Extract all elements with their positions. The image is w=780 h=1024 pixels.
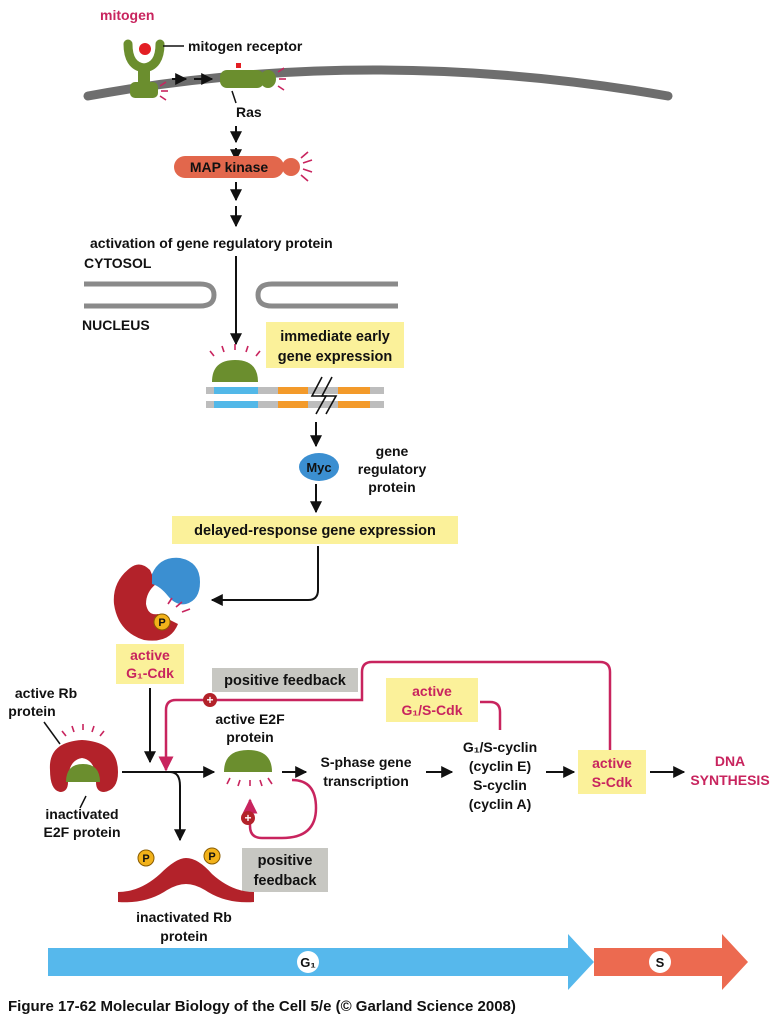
mitogen-receptor-label: mitogen receptor bbox=[188, 38, 303, 54]
plus-sign-top-label: + bbox=[206, 693, 213, 707]
active-rb-line2: protein bbox=[8, 703, 55, 719]
inactivated-rb-protein-icon bbox=[118, 858, 254, 903]
active-e2f-line2: protein bbox=[226, 729, 273, 745]
active-e2f-protein-icon bbox=[224, 750, 273, 787]
phosphate-right-label: P bbox=[208, 851, 215, 863]
active-g1s-cdk-line1: active bbox=[412, 683, 452, 699]
inactivated-rb-line2: protein bbox=[160, 928, 207, 944]
cyclin-line3: S-cyclin bbox=[473, 777, 527, 793]
mitogen-receptor-icon bbox=[123, 39, 168, 101]
phosphate-right-icon bbox=[203, 847, 221, 865]
phosphate-label: P bbox=[158, 617, 165, 629]
positive-feedback-top-box bbox=[212, 668, 358, 692]
inactivated-rb-line1: inactivated Rb bbox=[136, 909, 232, 925]
rb-e2f-complex-icon bbox=[49, 724, 119, 792]
nuclear-envelope-left bbox=[84, 281, 217, 309]
active-g1s-cdk-box bbox=[386, 678, 478, 722]
active-g1-cdk-box bbox=[116, 644, 184, 684]
dna-synthesis-line2: SYNTHESIS bbox=[690, 772, 769, 788]
inactivated-e2f-line1: inactivated bbox=[45, 806, 118, 822]
gene-regulatory-line2: regulatory bbox=[358, 461, 427, 477]
g1-phase-label: G₁ bbox=[300, 955, 316, 970]
mitogen-label: mitogen bbox=[100, 7, 154, 23]
plus-sign-bottom-icon bbox=[241, 811, 255, 825]
mitogen-icon bbox=[139, 43, 151, 55]
positive-feedback-top-label: positive feedback bbox=[224, 673, 347, 689]
delayed-response-box bbox=[172, 516, 458, 544]
active-e2f-line1: active E2F bbox=[215, 711, 285, 727]
active-s-cdk-box bbox=[578, 750, 646, 794]
nuclear-envelope-right bbox=[255, 281, 398, 309]
s-phase-label: S bbox=[656, 955, 665, 970]
map-kinase-icon bbox=[174, 151, 313, 182]
active-g1-cdk-line1: active bbox=[130, 647, 170, 663]
immediate-early-line2: gene expression bbox=[278, 349, 392, 365]
cell-cycle-signaling-diagram: mitogen mitogen receptor Ras MAP kinase … bbox=[8, 7, 770, 990]
delayed-response-label: delayed-response gene expression bbox=[194, 523, 436, 539]
cyclin-line4: (cyclin A) bbox=[469, 796, 532, 812]
plus-sign-bottom-label: + bbox=[244, 811, 251, 825]
activation-label: activation of gene regulatory protein bbox=[90, 235, 333, 251]
e2f-feedback-loop bbox=[242, 778, 318, 840]
plasma-membrane bbox=[83, 65, 673, 101]
immediate-early-box bbox=[266, 322, 404, 368]
inactivated-e2f-line2: E2F protein bbox=[43, 824, 120, 840]
nucleus-label: NUCLEUS bbox=[82, 317, 150, 333]
myc-protein-icon bbox=[299, 453, 339, 481]
active-s-cdk-line1: active bbox=[592, 755, 632, 771]
s-cdk-feedback-loop bbox=[158, 660, 612, 772]
phosphate-left-label: P bbox=[142, 853, 149, 865]
ras-label: Ras bbox=[236, 104, 262, 120]
immediate-early-line1: immediate early bbox=[280, 329, 390, 345]
s-phase-transcription-line1: S-phase gene bbox=[320, 754, 411, 770]
plus-sign-top-icon bbox=[203, 693, 217, 707]
active-s-cdk-line2: S-Cdk bbox=[592, 774, 633, 790]
g1-phase-badge bbox=[297, 951, 319, 973]
phosphate-icon bbox=[153, 613, 171, 631]
figure-caption: Figure 17-62 Molecular Biology of the Ce… bbox=[8, 998, 516, 1015]
cyclin-line2: (cyclin E) bbox=[469, 758, 531, 774]
dna-double-strand-icon bbox=[206, 376, 384, 415]
active-rb-line1: active Rb bbox=[15, 685, 77, 701]
cytosol-label: CYTOSOL bbox=[84, 255, 152, 271]
positive-feedback-bottom-box bbox=[242, 848, 328, 892]
cyclin-line1: G₁/S-cyclin bbox=[463, 739, 537, 755]
active-g1s-cdk-line2: G₁/S-Cdk bbox=[401, 702, 462, 718]
phosphate-left-icon bbox=[137, 849, 155, 867]
gene-regulatory-line1: gene bbox=[376, 443, 409, 459]
g1-phase-arrow bbox=[48, 934, 594, 990]
s-phase-badge bbox=[649, 951, 671, 973]
gene-regulatory-line3: protein bbox=[368, 479, 415, 495]
s-phase-transcription-line2: transcription bbox=[323, 773, 409, 789]
gene-regulatory-protein-icon bbox=[209, 344, 261, 382]
myc-label: Myc bbox=[306, 460, 331, 475]
active-g1-cdk-line2: G₁-Cdk bbox=[126, 665, 174, 681]
positive-feedback-bottom-line2: feedback bbox=[254, 873, 318, 889]
positive-feedback-bottom-line1: positive bbox=[258, 853, 313, 869]
g1s-cdk-feedback-line bbox=[480, 700, 502, 730]
ras-icon bbox=[220, 63, 286, 91]
map-kinase-label: MAP kinase bbox=[190, 159, 269, 175]
dna-synthesis-line1: DNA bbox=[715, 753, 745, 769]
